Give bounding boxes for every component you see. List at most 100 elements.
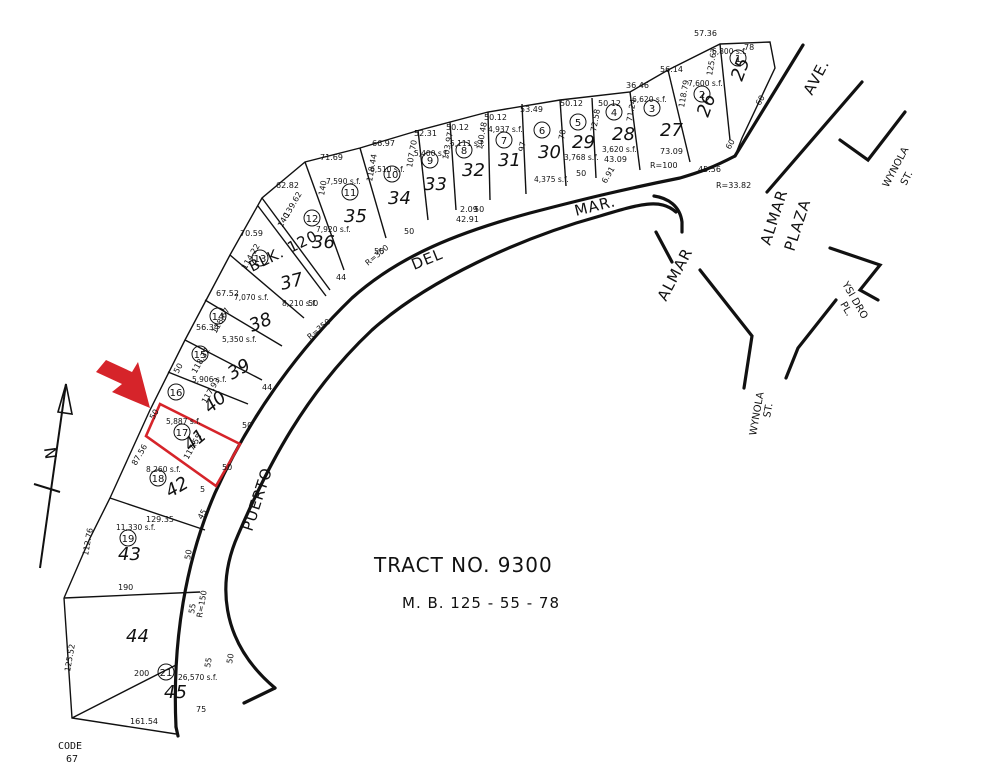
code-value: 67 (66, 754, 78, 765)
puerto-del-mar-road (173, 154, 737, 738)
parcel-circle (383, 165, 401, 183)
lot-area: 4,375 s.f. (534, 175, 569, 184)
lot-number: 42 (162, 473, 192, 503)
lot-number: 43 (118, 544, 141, 565)
lot-area: 5,887 s.f. (166, 417, 201, 426)
parcel-circle (209, 307, 227, 325)
tract-title: TRACT NO. 9300 (373, 553, 553, 577)
lot-number: 35 (344, 206, 367, 227)
lot-area: 6,620 s.f. (632, 95, 667, 104)
dimension-label: 78 (744, 43, 754, 52)
parcel-circle (605, 103, 623, 121)
dimension-label: 140 (317, 180, 329, 197)
plaza-edge-2 (828, 246, 883, 302)
dimension-label: 62.82 (276, 181, 299, 190)
dimension-label: 71.24 (625, 98, 638, 122)
dimension-label: 57.36 (694, 29, 717, 38)
parcel-circle (569, 113, 587, 131)
parcel-number: 21 (160, 668, 173, 679)
plaza-edge-4 (698, 268, 754, 390)
highlight-lot-41 (144, 402, 242, 488)
parcel-number: 15 (194, 350, 207, 361)
parcel-circle (167, 383, 185, 401)
dimension-label: 129.35 (146, 515, 174, 524)
plaza-edge-5 (654, 230, 674, 264)
parcel-number: 11 (344, 188, 357, 199)
parcel-circle (149, 469, 167, 487)
street-puerto: PUERTO (239, 465, 276, 533)
lot-number: 36 (312, 232, 335, 253)
dimension-label: 56.14 (660, 65, 683, 74)
dimension-label: 42.91 (456, 215, 479, 224)
plaza-edge-1 (838, 110, 907, 163)
parcel-number: 5 (575, 118, 581, 129)
lot-number: 34 (388, 188, 411, 209)
parcel-number: 19 (122, 534, 135, 545)
dimension-label: 50 (183, 549, 194, 561)
parcel-circle (495, 131, 513, 149)
parcel-circle (191, 345, 209, 363)
street-wynola-st-2: ST. (899, 169, 915, 187)
dimension-label: 6.91 (600, 165, 617, 185)
road-bottom-cap-2 (242, 686, 277, 705)
parcel-circle (251, 249, 269, 267)
parcel-circle (729, 49, 747, 67)
lot-area: 7,920 s.f. (316, 225, 351, 234)
dimension-label: 71.69 (320, 153, 343, 162)
lot-area: 26,570 s.f. (178, 673, 217, 682)
parcel-number: 4 (611, 108, 617, 119)
lot-area: 8,260 s.f. (146, 465, 181, 474)
dimension-label: 50 (576, 169, 586, 178)
street-wynola-st-b-2: ST. (762, 402, 775, 418)
lot-number: 33 (424, 174, 447, 195)
almar-plaza-streets (654, 43, 907, 390)
lot-area: 5,350 s.f. (222, 335, 257, 344)
dimension-label: 73.09 (660, 147, 683, 156)
dimension-label: 60 (724, 138, 737, 151)
parcel-number: 10 (386, 170, 399, 181)
dimension-label: 52.31 (414, 129, 437, 138)
lot-area: 6,800 s.f. (712, 47, 747, 56)
dimension-label: 100.48 (475, 121, 489, 150)
dimension-label: R=33.82 (716, 181, 751, 190)
parcel-circle (173, 423, 191, 441)
dimension-label: 50.12 (484, 113, 507, 122)
lot-area: 5,906 s.f. (192, 375, 227, 384)
lot-number: 32 (462, 160, 485, 181)
parcel-circle (157, 663, 175, 681)
street-ave: AVE. (800, 56, 834, 98)
highlight-arrow (96, 360, 150, 408)
parcel-number: 13 (254, 254, 267, 265)
parcel-number: 1 (735, 54, 741, 65)
dimension-label: 36.46 (626, 81, 649, 90)
road-outer-edge (173, 154, 737, 729)
road-bottom-cap (174, 725, 180, 738)
lot-area: 5,111 s.f. (450, 139, 485, 148)
parcel-circle (643, 99, 661, 117)
dimension-label: 190 (118, 583, 133, 592)
dimension-label: 75 (196, 705, 206, 714)
lot-lines (63, 41, 776, 735)
dimension-label: 50 (308, 299, 318, 308)
dimension-label: 97 (517, 141, 528, 153)
lot-number: 28 (612, 124, 635, 145)
parcel-number: 12 (306, 214, 319, 225)
north-label: N (40, 446, 60, 460)
dimension-label: 45 (196, 508, 209, 521)
dimension-label: 66.97 (372, 139, 395, 148)
parcel-number: 6 (539, 126, 545, 137)
dimension-label: 44 (262, 383, 272, 392)
dimension-label: 60 (754, 94, 767, 107)
parcel-circle (303, 209, 321, 227)
parcel-number: 17 (176, 428, 189, 439)
lot-area: 6,510 s.f. (370, 165, 405, 174)
lot-number: 44 (126, 626, 149, 647)
parcel-number: 16 (170, 388, 183, 399)
dimension-label: 50.12 (598, 99, 621, 108)
dimension-label: 200 (134, 669, 149, 678)
lot-number: 45 (164, 682, 187, 703)
dimension-label: 50 (225, 653, 236, 665)
lot-area: 3,768 s.f. (564, 153, 599, 162)
parcel-number: 14 (212, 312, 225, 323)
lot-number: 38 (246, 309, 275, 337)
